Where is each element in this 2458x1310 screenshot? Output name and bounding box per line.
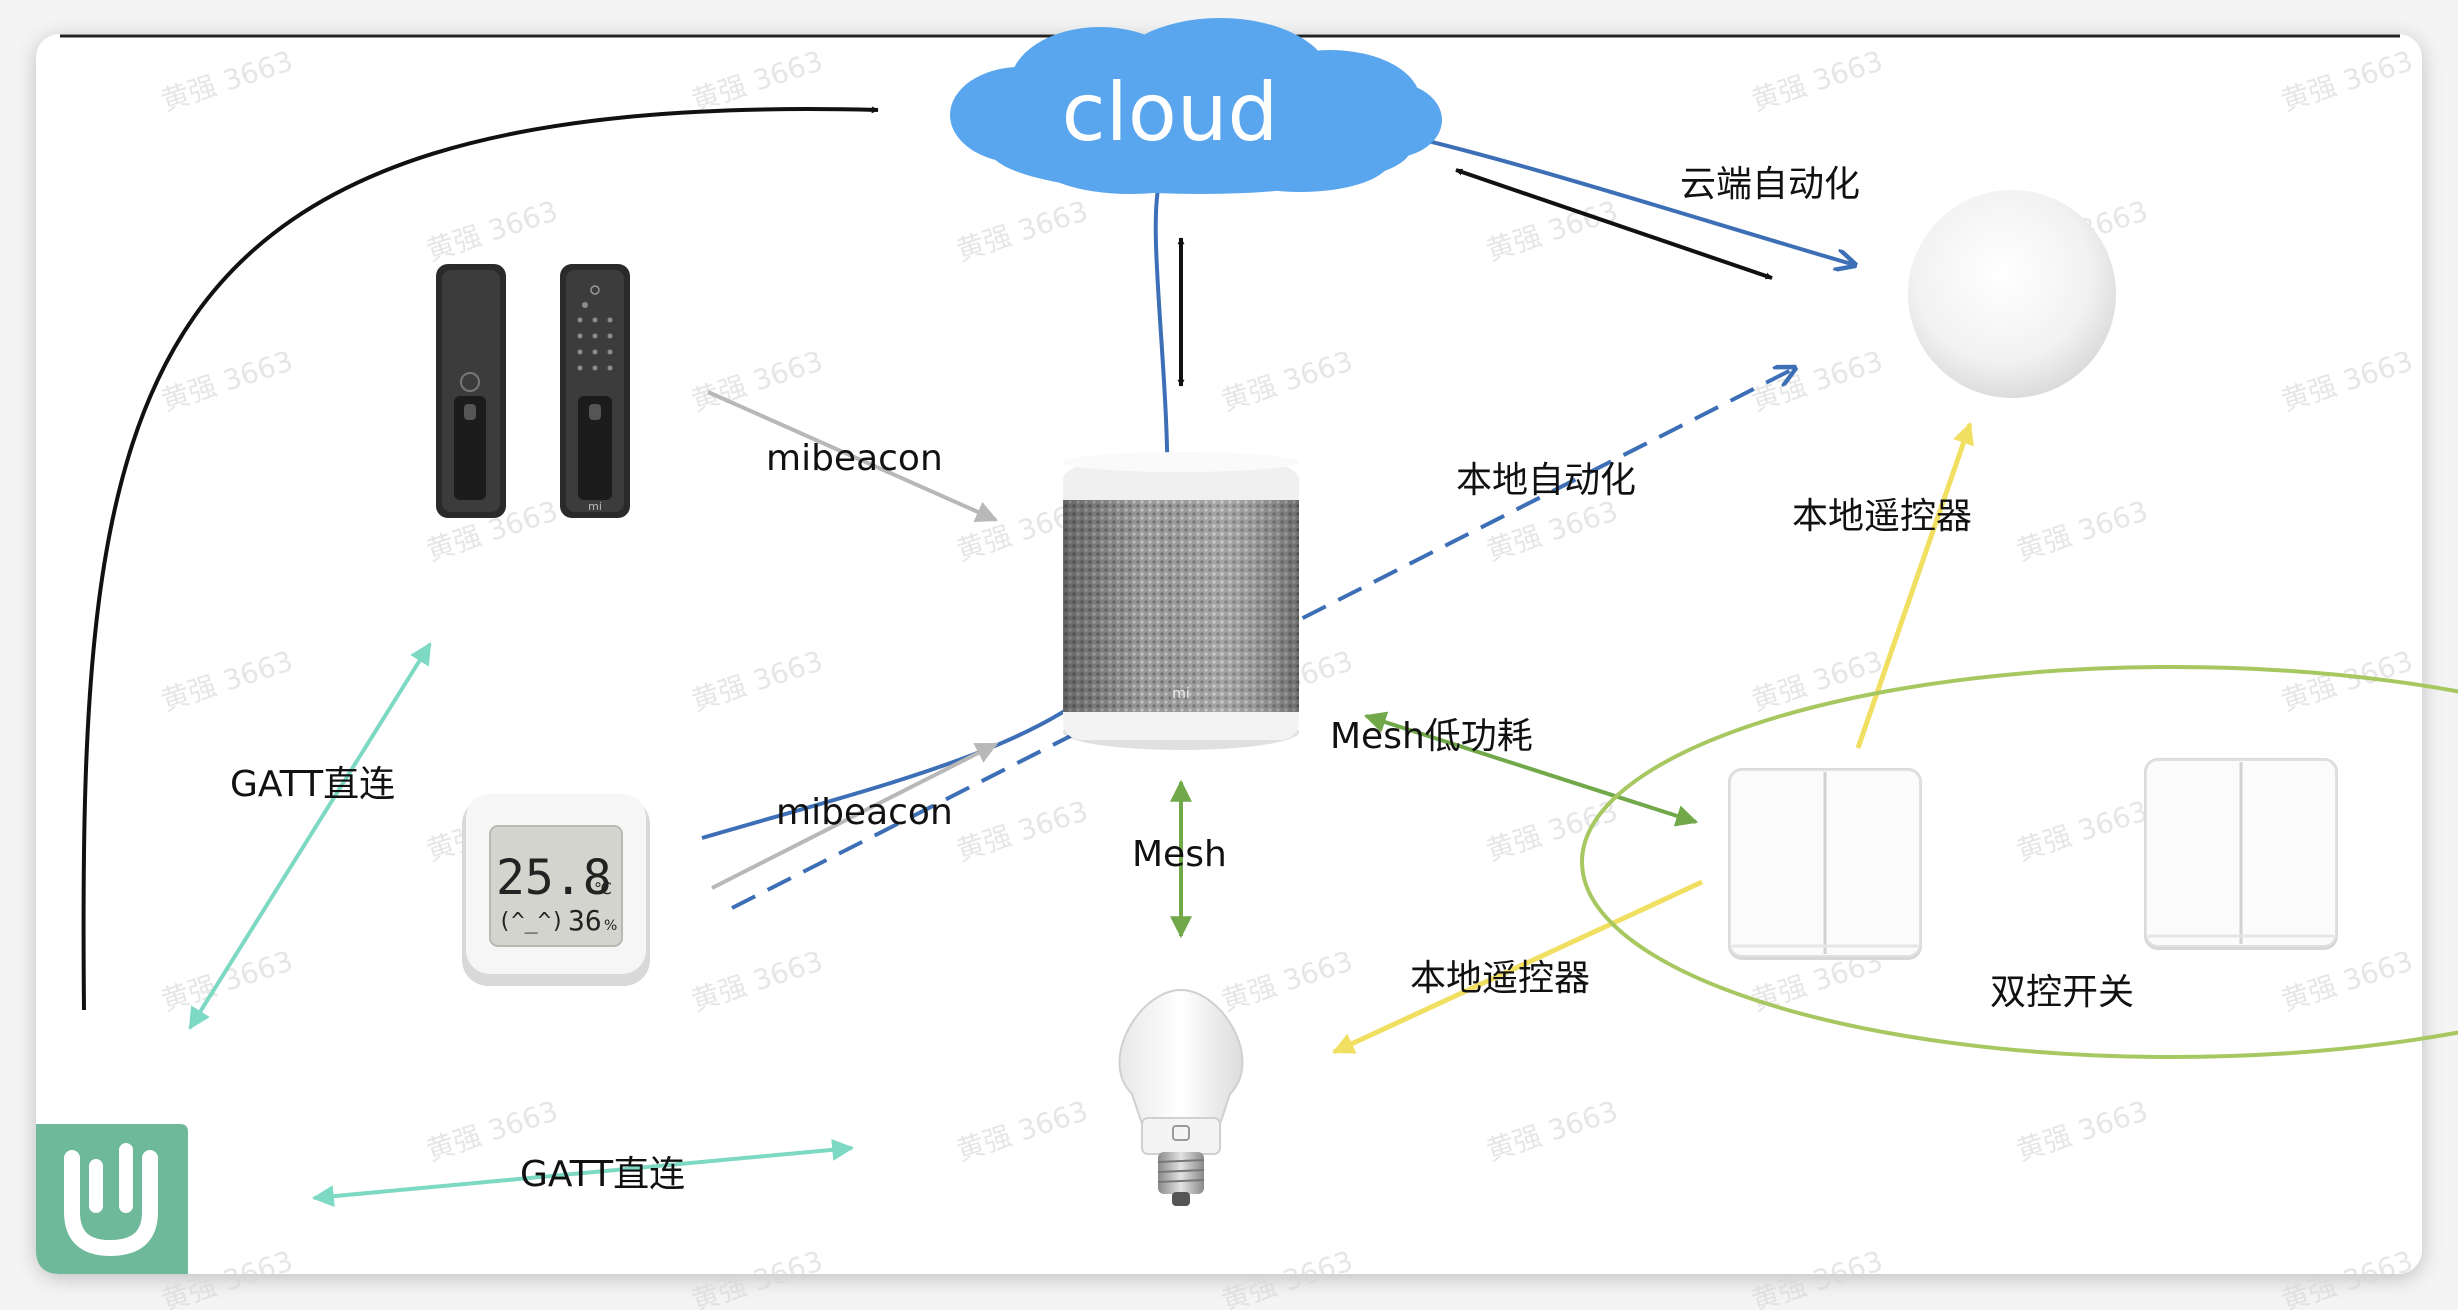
smart-bulb — [1118, 988, 1244, 1206]
wall-switch-1 — [1728, 768, 1922, 960]
cloud-light-arrow — [1455, 168, 1773, 280]
remote-to-bulb-arrow — [1332, 879, 1704, 1055]
speaker-brand-logo: mi — [1172, 686, 1190, 702]
wall-switch-2 — [2144, 758, 2338, 950]
smart-speaker-gateway: mi — [1063, 452, 1299, 750]
label-mesh: Mesh — [1132, 834, 1227, 875]
smart-lock-2: mi — [560, 264, 630, 518]
label-cloud-automation: 云端自动化 — [1680, 164, 1860, 205]
gatt-bottom-arrow — [311, 1138, 855, 1208]
mibeacon-sensor-arrow — [711, 742, 998, 890]
label-mibeacon-top: mibeacon — [766, 438, 943, 479]
label-mesh-low-power: Mesh低功耗 — [1330, 716, 1533, 757]
cloud-automation-path — [701, 118, 1855, 840]
label-mibeacon-bottom: mibeacon — [776, 792, 953, 833]
sensor-humidity: 36 — [568, 904, 602, 937]
label-local-automation: 本地自动化 — [1456, 460, 1636, 501]
label-gatt-bottom: GATT直连 — [520, 1154, 685, 1195]
ceiling-light-node — [1908, 190, 2116, 398]
bulb-logo-icon — [1172, 1125, 1190, 1141]
sensor-humidity-unit: % — [604, 918, 617, 934]
mi-home-app-icon[interactable] — [36, 1124, 188, 1274]
cloud-node: cloud — [950, 18, 1442, 194]
mesh-low-power-arrow — [1363, 711, 1699, 827]
dual-switch-group — [1580, 665, 2458, 1059]
gatt-left-arrow — [188, 642, 432, 1030]
cloud-label: cloud — [1062, 66, 1279, 159]
sensor-temperature-unit: ℃ — [594, 879, 612, 898]
sensor-temperature: 25.8 — [496, 850, 612, 906]
label-gatt-left: GATT直连 — [230, 764, 395, 805]
sensor-face: (^_^) — [498, 909, 564, 934]
app-to-cloud-arrow — [81, 106, 879, 1011]
label-local-remote-bottom: 本地遥控器 — [1410, 958, 1590, 999]
smart-lock-1 — [436, 264, 506, 518]
lock-brand-logo: mi — [588, 500, 602, 513]
mibeacon-lock-arrow — [707, 390, 999, 523]
keypad-icon — [577, 285, 613, 371]
label-local-remote-top: 本地遥控器 — [1792, 496, 1972, 537]
label-dual-switch: 双控开关 — [1990, 972, 2134, 1013]
temp-humidity-sensor: 25.8 ℃ (^_^) 36 % — [462, 794, 650, 986]
